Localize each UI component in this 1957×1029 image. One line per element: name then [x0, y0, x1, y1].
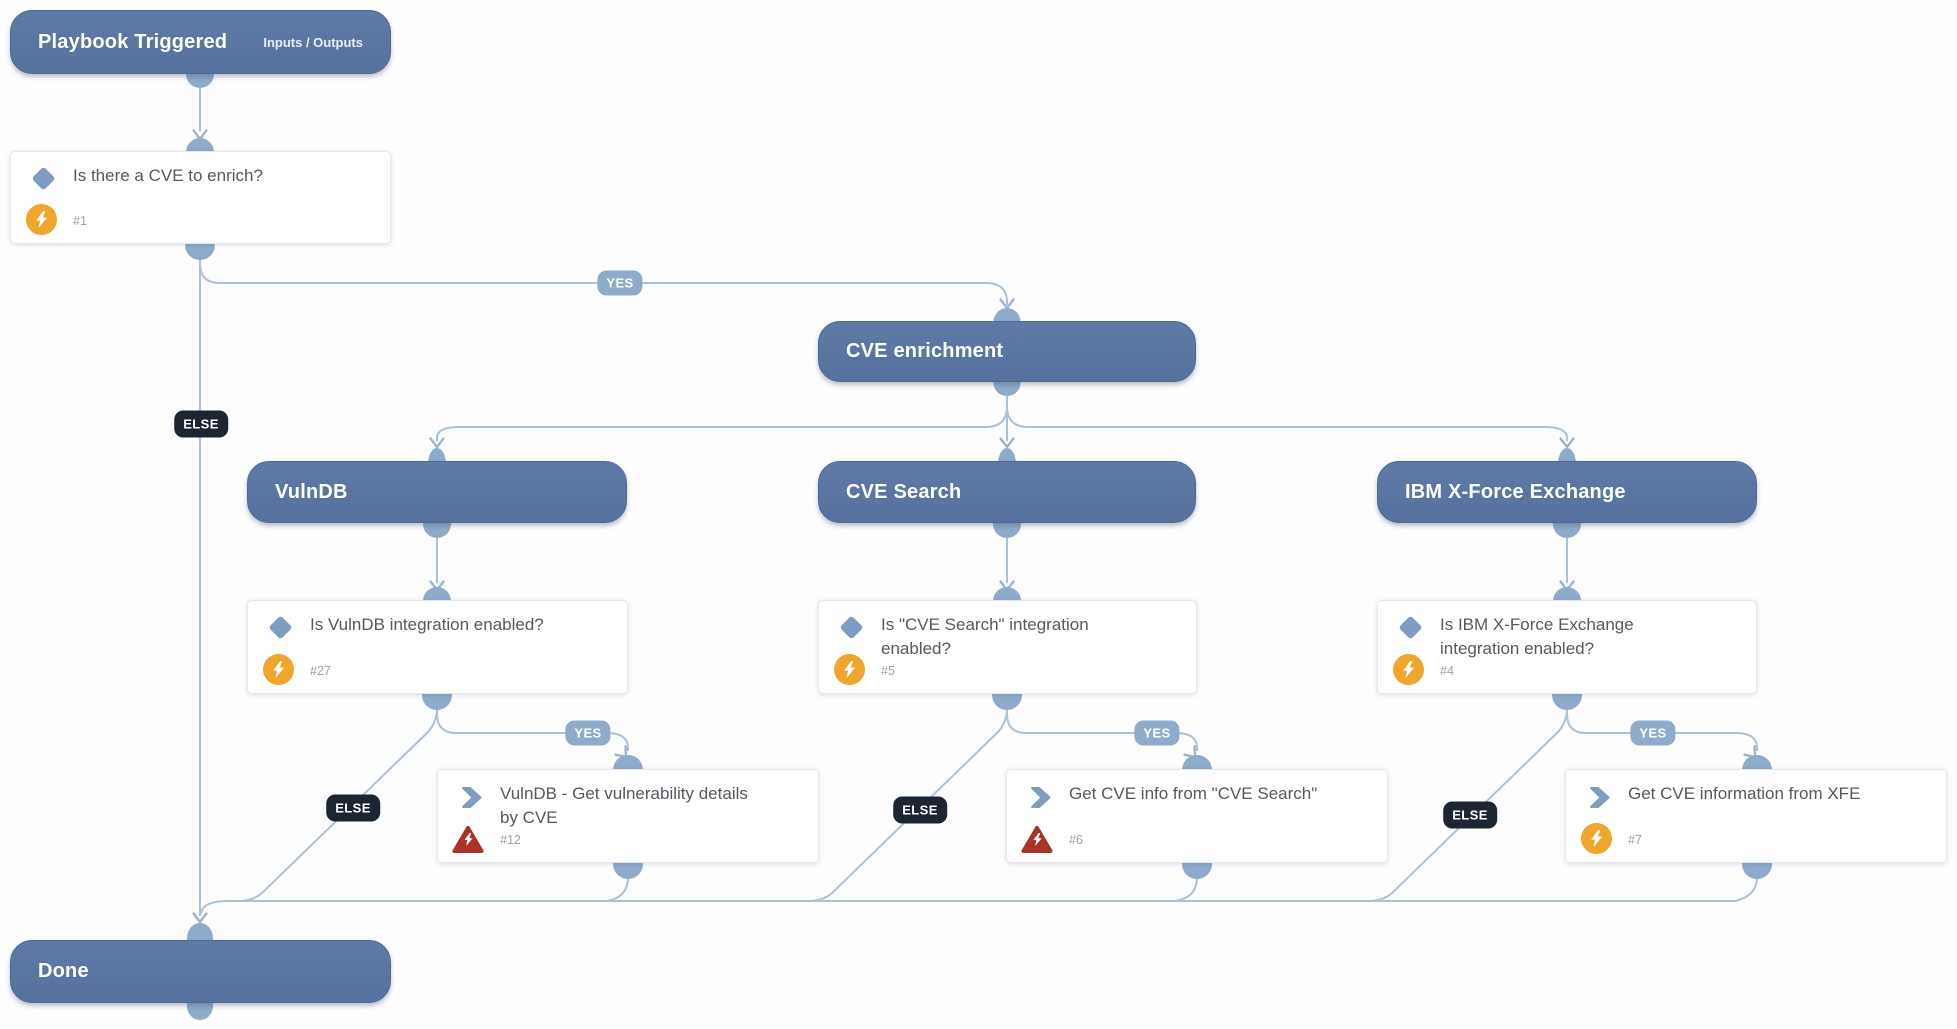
task-title: Is there a CVE to enrich? — [73, 166, 263, 185]
section-header-ibm-xforce-exchange[interactable]: IBM X-Force Exchange — [1377, 461, 1757, 523]
section-header-vulndb[interactable]: VulnDB — [247, 461, 627, 523]
task-title: VulnDB - Get vulnerability details by CV… — [500, 784, 748, 827]
task-number: #4 — [1440, 664, 1454, 678]
inputs-outputs-button[interactable]: Inputs / Outputs — [263, 34, 363, 50]
task-title: Get CVE information from XFE — [1628, 784, 1861, 803]
task-title: Is IBM X-Force Exchange integration enab… — [1440, 615, 1634, 658]
condition-node-is-cve-search-enabled[interactable]: Is "CVE Search" integration enabled? #5 — [818, 600, 1197, 694]
error-lightning-icon — [452, 825, 484, 854]
condition-diamond-icon — [1398, 615, 1423, 640]
condition-node-is-cve-to-enrich[interactable]: Is there a CVE to enrich? #1 — [10, 151, 391, 244]
task-number: #27 — [310, 664, 331, 678]
task-number: #5 — [881, 664, 895, 678]
task-number: #6 — [1069, 833, 1083, 847]
playbook-triggered-header[interactable]: Playbook Triggered Inputs / Outputs — [10, 10, 391, 74]
yes-label: YES — [1134, 720, 1180, 746]
section-header-cve-search[interactable]: CVE Search — [818, 461, 1196, 523]
automation-lightning-icon — [26, 204, 57, 235]
task-number: #1 — [73, 214, 87, 228]
subtask-chevron-icon — [1031, 787, 1052, 813]
condition-diamond-icon — [839, 615, 864, 640]
else-label: ELSE — [326, 794, 380, 822]
done-header[interactable]: Done — [10, 940, 391, 1003]
section-title: CVE Search — [846, 480, 962, 503]
condition-diamond-icon — [31, 166, 56, 191]
subtask-chevron-icon — [1590, 787, 1611, 813]
automation-lightning-icon — [834, 654, 865, 685]
condition-node-is-xfe-enabled[interactable]: Is IBM X-Force Exchange integration enab… — [1377, 600, 1757, 694]
automation-lightning-icon — [263, 654, 294, 685]
condition-diamond-icon — [268, 615, 293, 640]
task-node-get-cve-info-cve-search[interactable]: Get CVE info from "CVE Search" #6 — [1006, 769, 1388, 863]
task-title: Is VulnDB integration enabled? — [310, 615, 544, 634]
automation-lightning-icon — [1581, 823, 1612, 854]
automation-lightning-icon — [1393, 654, 1424, 685]
error-lightning-icon — [1021, 825, 1053, 854]
yes-label: YES — [565, 720, 611, 746]
done-title: Done — [38, 960, 89, 982]
task-title: Is "CVE Search" integration enabled? — [881, 615, 1089, 658]
else-label: ELSE — [1443, 801, 1497, 829]
task-node-vulndb-get-vulnerability-details[interactable]: VulnDB - Get vulnerability details by CV… — [437, 769, 819, 863]
yes-label: YES — [1630, 720, 1676, 746]
subtask-chevron-icon — [462, 787, 483, 813]
else-label: ELSE — [893, 796, 947, 824]
section-title: IBM X-Force Exchange — [1405, 480, 1626, 503]
section-title: CVE enrichment — [846, 340, 1004, 362]
task-number: #12 — [500, 833, 521, 847]
section-title: VulnDB — [275, 480, 348, 503]
else-label: ELSE — [174, 410, 228, 438]
task-node-get-cve-information-xfe[interactable]: Get CVE information from XFE #7 — [1565, 769, 1947, 863]
task-number: #7 — [1628, 833, 1642, 847]
condition-node-is-vulndb-enabled[interactable]: Is VulnDB integration enabled? #27 — [247, 600, 628, 694]
yes-label: YES — [597, 270, 643, 296]
playbook-triggered-title: Playbook Triggered — [38, 30, 228, 53]
task-title: Get CVE info from "CVE Search" — [1069, 784, 1318, 803]
section-header-cve-enrichment[interactable]: CVE enrichment — [818, 321, 1196, 382]
